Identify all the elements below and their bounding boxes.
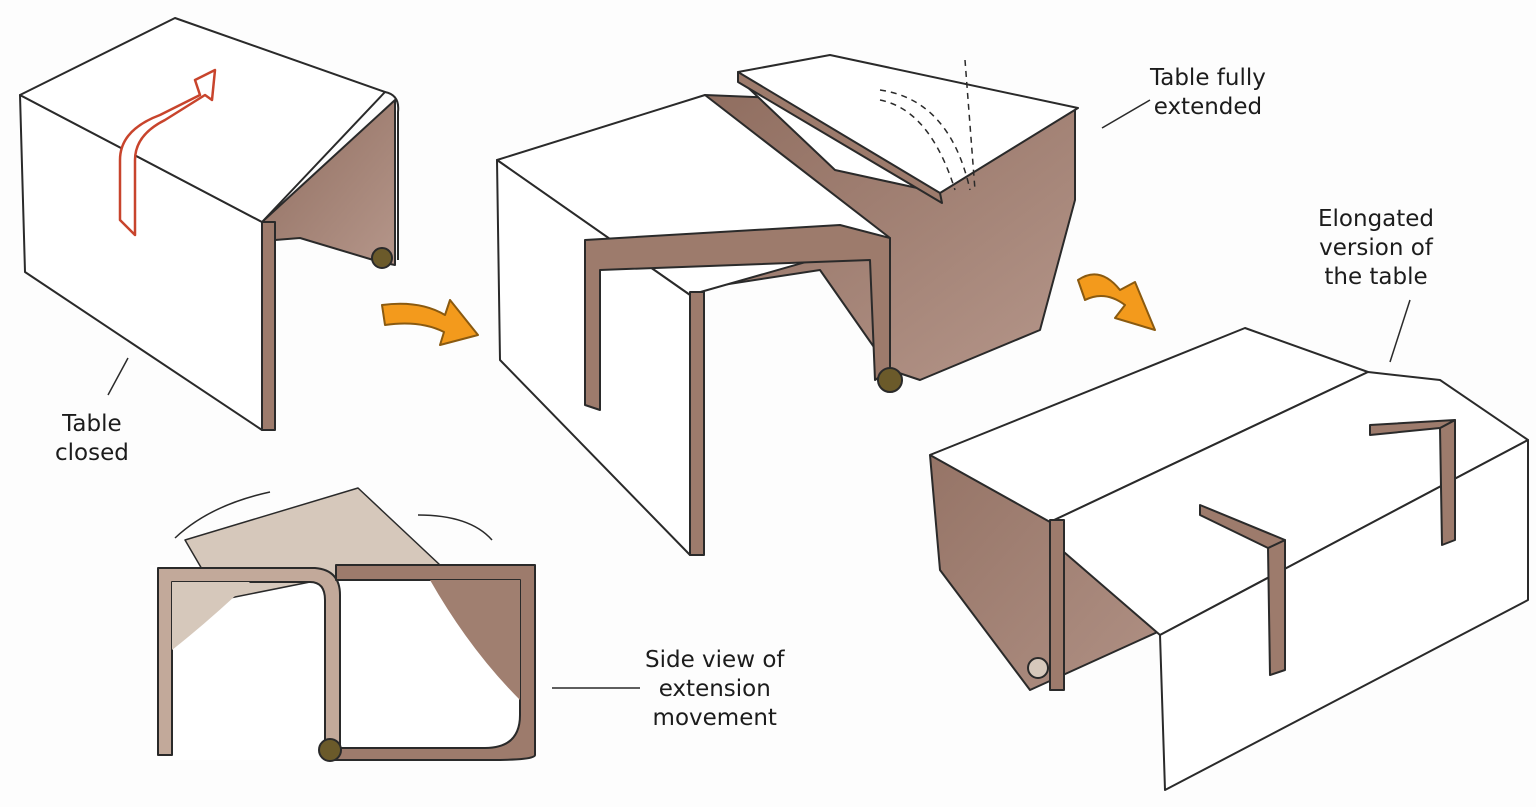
- label-line: extension: [658, 676, 771, 702]
- side-view-sketch: [150, 487, 540, 762]
- label-elongated-version: Elongated version of the table: [1318, 205, 1434, 292]
- label-line: Side view of: [645, 647, 785, 673]
- arrow-right-icon: [381, 299, 479, 346]
- label-side-view: Side view of extension movement: [645, 646, 785, 733]
- label-table-fully-extended: Table fully extended: [1150, 64, 1266, 122]
- elongated-table-sketch: [929, 327, 1529, 791]
- closed-table-sketch: [19, 17, 400, 431]
- label-line: Table: [62, 411, 122, 437]
- label-line: the table: [1324, 264, 1428, 290]
- motion-arrow-icon: [118, 68, 217, 237]
- leader-line: [1101, 99, 1151, 129]
- label-line: movement: [652, 705, 777, 731]
- extended-table-sketch: [496, 54, 1079, 556]
- label-line: extended: [1153, 94, 1263, 120]
- arrow-down-right-icon: [1077, 273, 1156, 331]
- label-table-closed: Table closed: [55, 410, 129, 468]
- label-line: Table fully: [1150, 65, 1266, 91]
- label-line: closed: [55, 440, 129, 466]
- label-line: Elongated: [1318, 206, 1435, 232]
- label-line: version of: [1319, 235, 1433, 261]
